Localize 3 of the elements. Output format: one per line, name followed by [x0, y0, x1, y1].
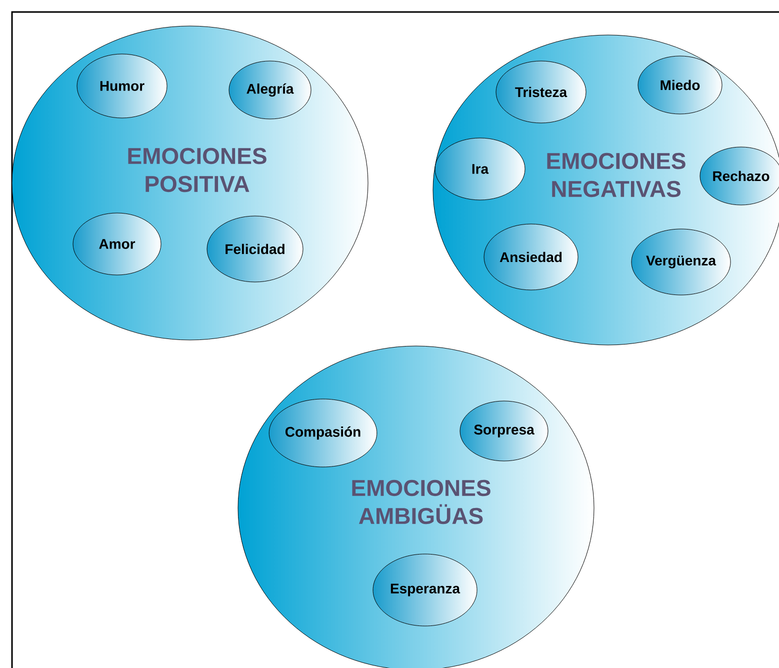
group-heading: EMOCIONES POSITIVA	[128, 148, 266, 192]
group-heading: EMOCIONES NEGATIVAS	[547, 152, 686, 198]
group-heading: EMOCIONES AMBIGÜAS	[352, 480, 490, 524]
